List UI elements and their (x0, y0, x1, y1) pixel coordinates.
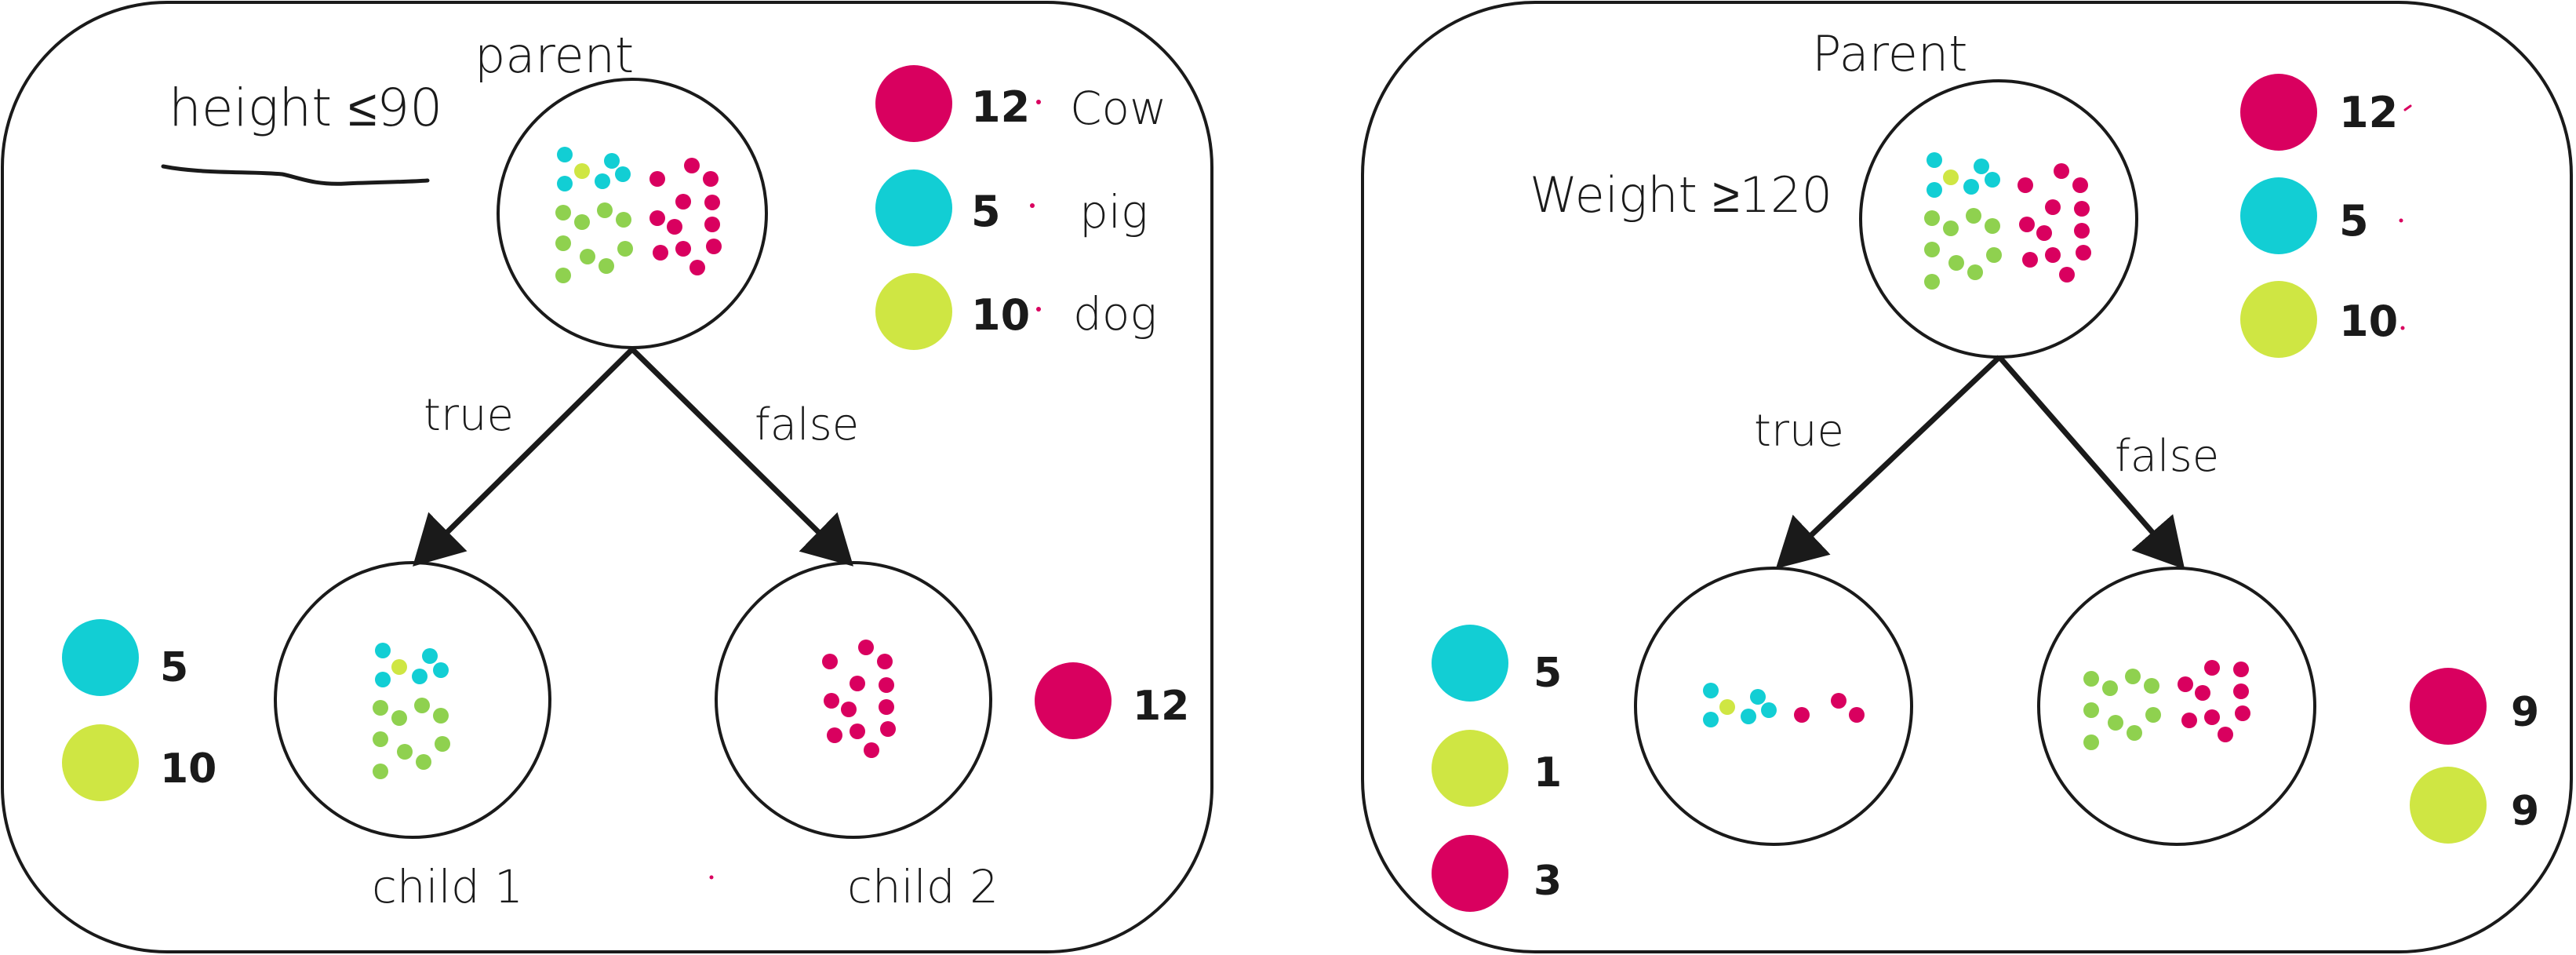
child1-dog-count: 1 (1534, 749, 1562, 796)
cow-count: 12 (971, 82, 1030, 132)
right-panel-frame (1361, 1, 2573, 953)
child2-node (2037, 567, 2316, 846)
pig-legend-swatch (875, 169, 952, 246)
child1-cow-swatch (1432, 835, 1508, 912)
condition-underline (161, 164, 430, 186)
dog-legend-swatch (2240, 281, 2317, 358)
parent-label: Parent (1812, 25, 1967, 82)
child1-cow-count: 3 (1534, 858, 1562, 905)
parent-node (497, 78, 768, 349)
child1-label: child 1 (372, 860, 523, 913)
child1-node-dots (373, 643, 450, 779)
dog-legend-swatch (875, 273, 952, 350)
parent-node (1859, 79, 2138, 359)
left-panel-frame (1, 1, 1213, 953)
child1-dog-swatch (1432, 730, 1508, 807)
child2-cow-swatch (2410, 668, 2487, 745)
parent-legend: 12 Cow 5 pig 10 dog (875, 65, 1166, 350)
child2-cow-swatch (1035, 662, 1112, 739)
true-label: true (424, 390, 514, 441)
child1-pig-count: 5 (1534, 650, 1562, 697)
false-edge-arrow (630, 347, 853, 567)
child2-node-dots (822, 640, 896, 758)
child1-node (274, 561, 551, 839)
split-condition: Weight ≥120 (1530, 166, 1832, 224)
child1-dog-count: 10 (160, 745, 216, 793)
true-label: true (1754, 406, 1844, 457)
child1-pig-swatch (1432, 625, 1508, 702)
child2-dog-count: 9 (2511, 788, 2539, 835)
pig-legend-swatch (2240, 177, 2317, 254)
split-condition: height ≤90 (169, 78, 442, 138)
pig-label: pig (1079, 185, 1148, 239)
dog-count: 10 (2339, 297, 2398, 346)
right-panel: Weight ≥120 Parent (1361, 1, 2573, 953)
cow-label: Cow (1070, 82, 1166, 135)
child1-dog-swatch (62, 724, 139, 801)
false-label: false (2115, 431, 2219, 482)
child1-node-dots (1703, 683, 1865, 727)
cow-legend-swatch (875, 65, 952, 142)
true-edge-arrow (413, 347, 635, 567)
dog-label: dog (1073, 287, 1157, 341)
child2-label: child 2 (847, 860, 999, 913)
left-panel: height ≤90 parent (1, 1, 1213, 953)
child2-cow-count: 9 (2511, 689, 2539, 736)
cow-count: 12 (2339, 88, 2398, 137)
child1-pig-swatch (62, 619, 139, 696)
parent-node-dots (555, 147, 722, 283)
parent-legend: 12 5 10 (2240, 74, 2412, 358)
cow-legend-swatch (2240, 74, 2317, 151)
dog-count: 10 (971, 290, 1030, 340)
child2-node-dots (2083, 660, 2250, 750)
child1-pig-count: 5 (160, 644, 188, 691)
child2-cow-count: 12 (1133, 683, 1189, 730)
child2-dog-swatch (2410, 767, 2487, 844)
child2-node (715, 561, 992, 839)
parent-label: parent (475, 27, 634, 84)
parent-node-dots (1924, 152, 2091, 290)
child1-node (1634, 567, 1913, 846)
true-edge-arrow (1775, 355, 2002, 569)
pig-count: 5 (971, 187, 1001, 236)
pig-count: 5 (2339, 196, 2369, 246)
false-edge-arrow (1997, 355, 2185, 570)
false-label: false (755, 399, 859, 450)
